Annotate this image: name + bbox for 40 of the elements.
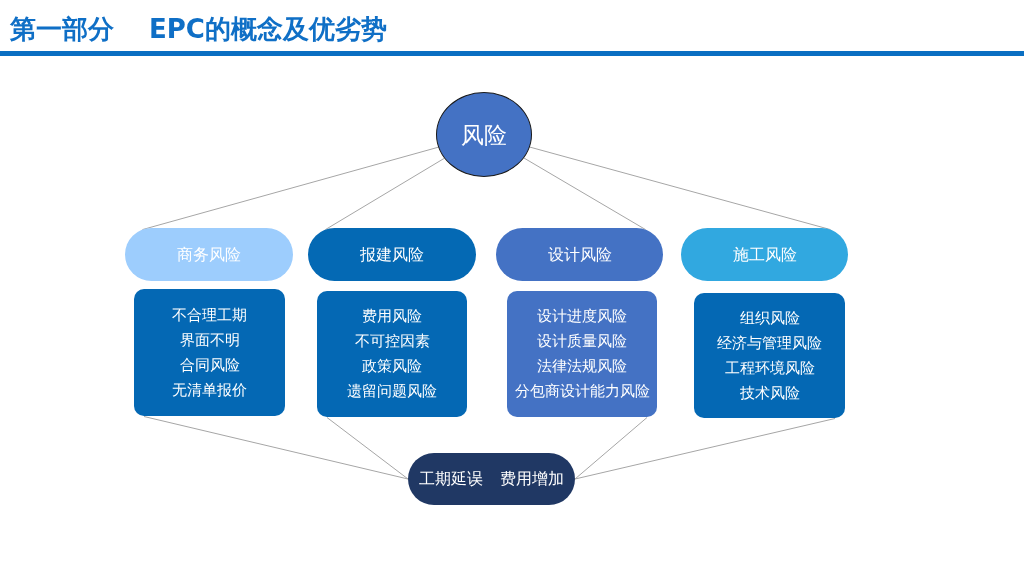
category-pill — [125, 228, 293, 281]
connector-line — [574, 418, 836, 480]
list-box — [694, 293, 845, 418]
category-pill — [681, 228, 848, 281]
list-box — [317, 291, 467, 417]
list-item: 合同风险 — [179, 355, 240, 375]
list-item: 组织风险 — [739, 308, 800, 328]
list-item: 费用风险 — [362, 307, 422, 326]
node-label: 设计风险 — [547, 244, 612, 265]
list-item: 政策风险 — [362, 357, 422, 376]
list-box — [134, 289, 285, 416]
list-item: 无清单报价 — [172, 380, 247, 400]
category-pill — [308, 228, 476, 281]
list-item: 经济与管理风险 — [717, 333, 822, 353]
node-label: 施工风险 — [732, 244, 797, 265]
category-pill — [496, 228, 663, 281]
result-pill — [408, 453, 575, 505]
connector-line — [574, 417, 648, 480]
list-item: 不合理工期 — [172, 305, 247, 325]
list-item: 遗留问题风险 — [347, 382, 437, 401]
list-box — [507, 291, 657, 417]
list-item: 界面不明 — [179, 330, 240, 350]
connector-line — [529, 146, 832, 231]
node-label: 工期延误 费用增加 — [419, 469, 564, 489]
connector-line — [141, 146, 439, 231]
connector-line — [523, 157, 647, 231]
node-label: 风险 — [461, 120, 507, 150]
list-item: 设计进度风险 — [537, 307, 627, 326]
node-label: 报建风险 — [360, 244, 424, 265]
title: 第一部分 EPC的概念及优劣势 — [10, 13, 387, 46]
connector-line — [143, 416, 409, 480]
list-item: 分包商设计能力风险 — [514, 382, 650, 401]
list-item: 工程环境风险 — [724, 358, 815, 378]
list-item: 不可控因素 — [354, 332, 430, 351]
list-item: 技术风险 — [739, 383, 800, 403]
node-label: 商务风险 — [177, 244, 241, 265]
list-item: 设计质量风险 — [537, 332, 627, 351]
list-item: 法律法规风险 — [537, 357, 627, 376]
connector-line — [326, 417, 409, 480]
connector-line — [324, 157, 445, 231]
